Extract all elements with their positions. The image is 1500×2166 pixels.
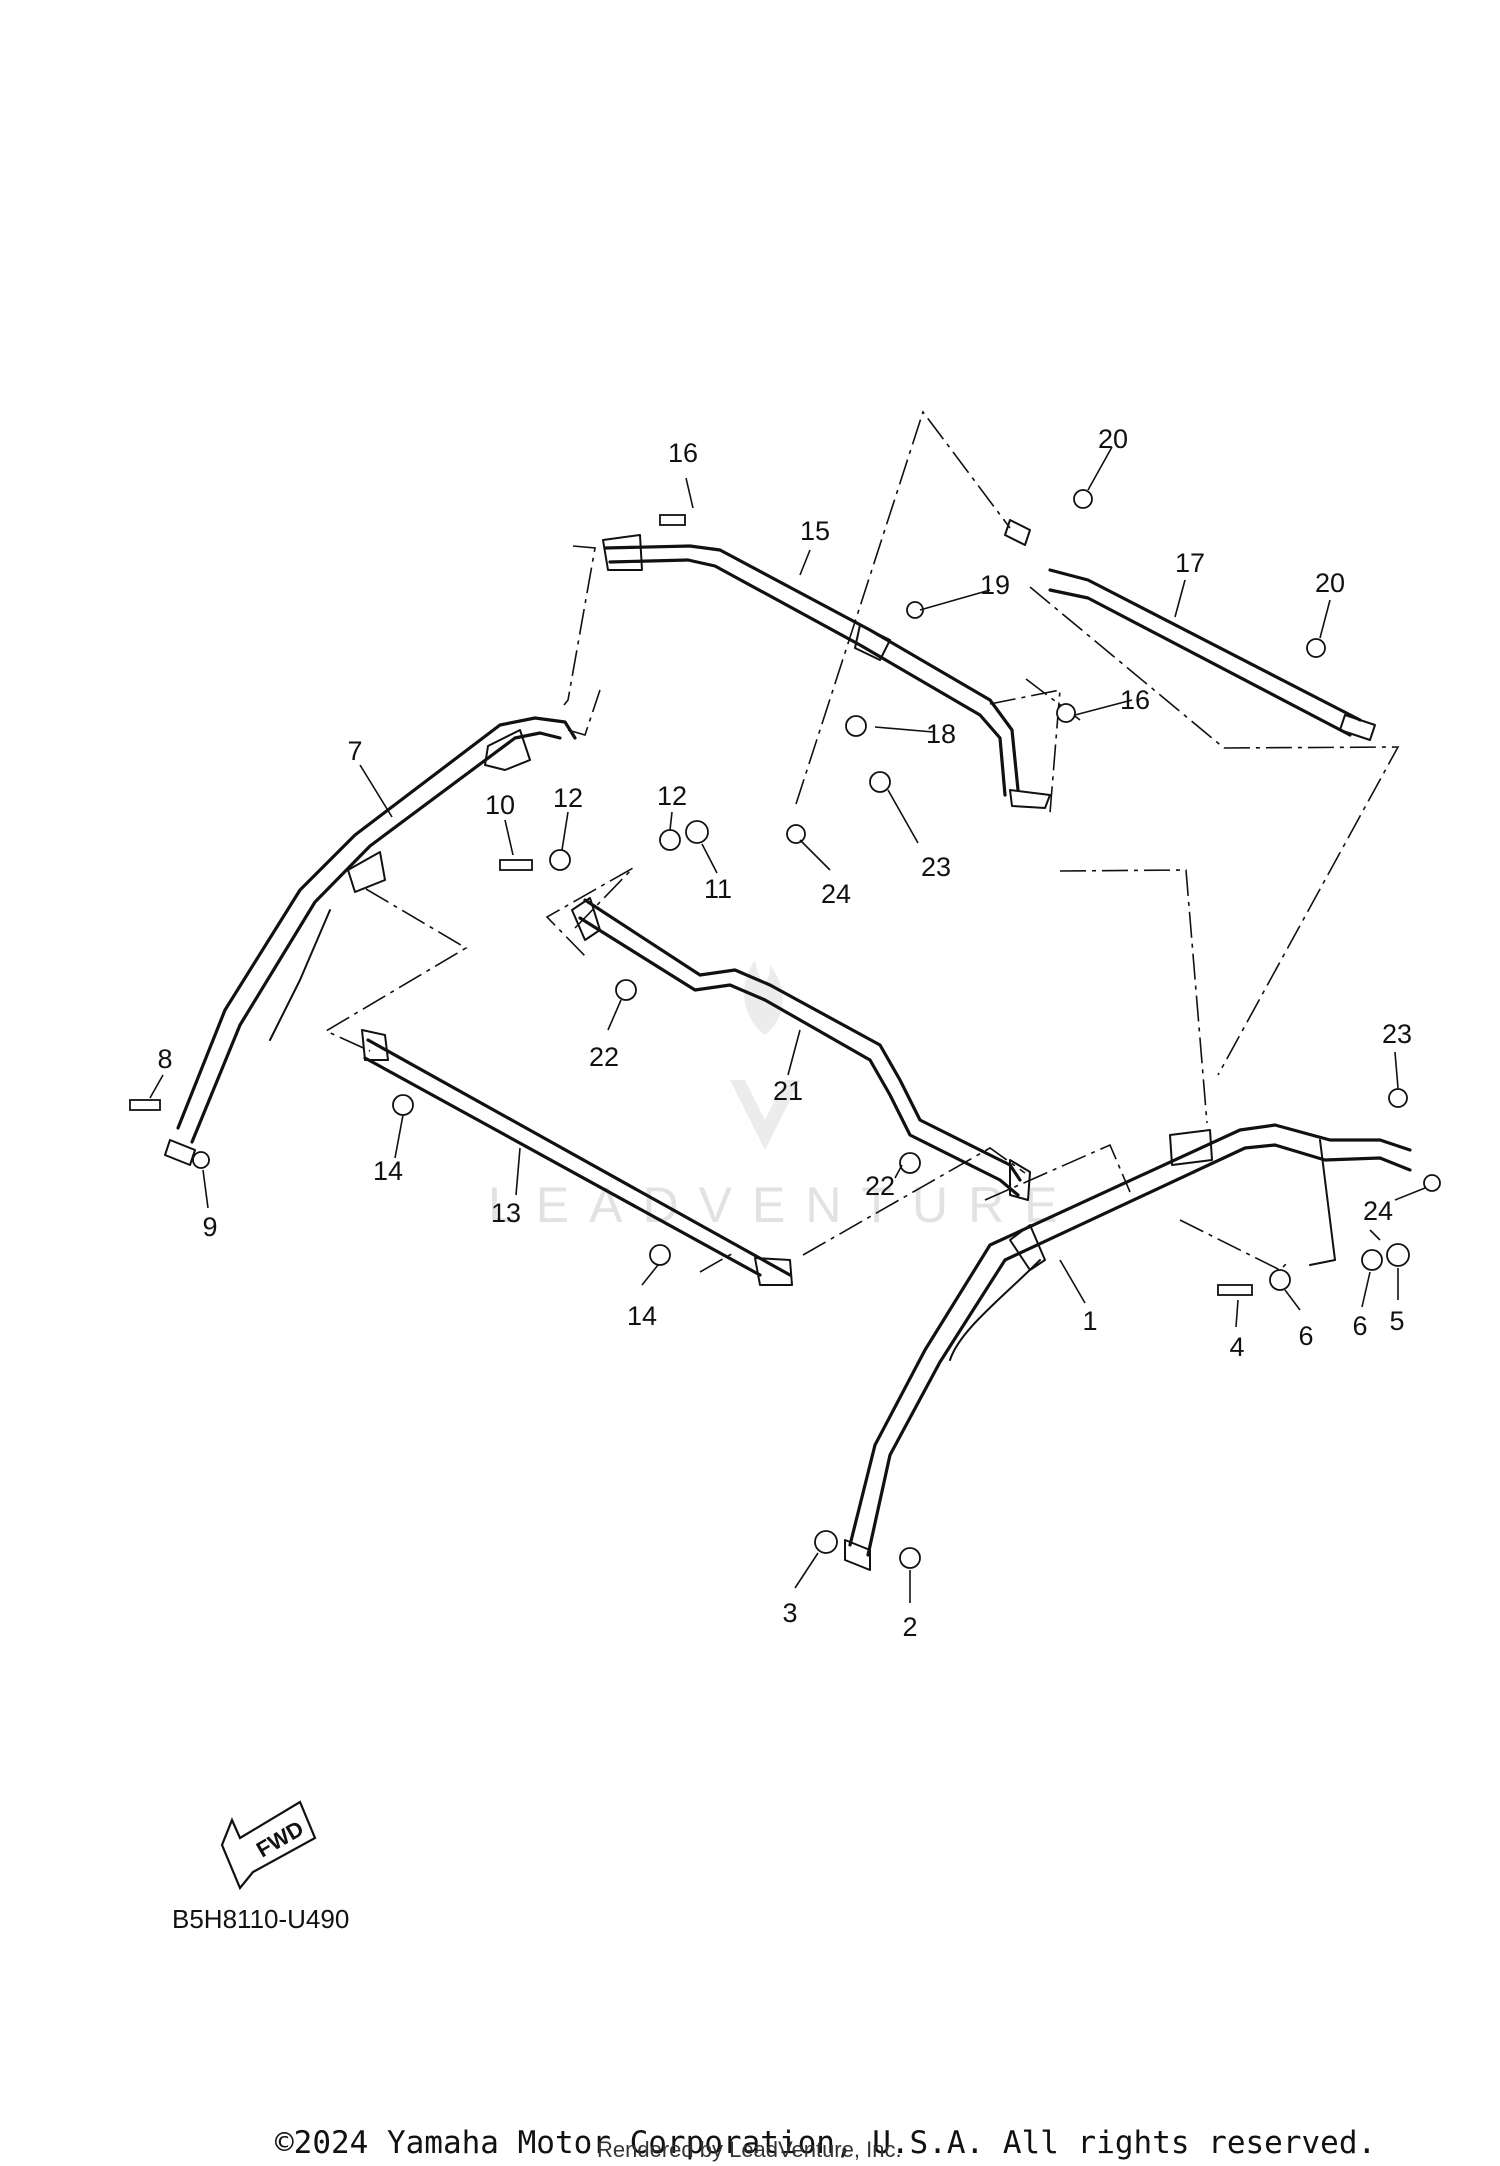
nut-19 <box>906 601 924 619</box>
bolt-20b <box>1306 638 1326 658</box>
washer-3 <box>814 1530 838 1554</box>
callout-12-left[interactable]: 12 <box>553 783 583 813</box>
callout-16-right[interactable]: 16 <box>1120 685 1150 715</box>
callout-19[interactable]: 19 <box>980 570 1010 600</box>
bolt-8 <box>129 1099 161 1111</box>
callout-6-left[interactable]: 6 <box>1298 1321 1313 1351</box>
bolt-14a <box>392 1094 414 1116</box>
callout-14-left[interactable]: 14 <box>373 1156 403 1186</box>
rendered-by: Rendered by LeadVenture, Inc. <box>597 2137 902 2162</box>
nut-24a <box>786 824 806 844</box>
bolt-22a <box>615 979 637 1001</box>
callout-12-right[interactable]: 12 <box>657 781 687 811</box>
washer-12a <box>549 849 571 871</box>
diagram-code: B5H8110-U490 <box>172 1904 349 1934</box>
bolt-4 <box>1217 1284 1253 1296</box>
bolt-10 <box>499 859 533 871</box>
callout-21[interactable]: 21 <box>773 1076 803 1106</box>
callout-2[interactable]: 2 <box>902 1612 917 1642</box>
callout-7[interactable]: 7 <box>347 736 362 766</box>
fasteners <box>129 489 1441 1569</box>
callout-13[interactable]: 13 <box>491 1198 521 1228</box>
callout-8[interactable]: 8 <box>157 1044 172 1074</box>
callout-14-right[interactable]: 14 <box>627 1301 657 1331</box>
part-17-tube <box>1004 519 1376 741</box>
bolt-2 <box>899 1547 921 1569</box>
part-13-tube <box>361 1029 793 1286</box>
callout-16-top[interactable]: 16 <box>668 438 698 468</box>
part-1-tube <box>844 1123 1412 1571</box>
fwd-arrow: FWD <box>220 1800 317 1891</box>
callout-17[interactable]: 17 <box>1175 548 1205 578</box>
leader-lines <box>149 446 1426 1603</box>
watermark-text: LEADVENTURE <box>488 1177 1078 1233</box>
callout-22-left[interactable]: 22 <box>589 1042 619 1072</box>
callout-5[interactable]: 5 <box>1389 1306 1404 1336</box>
callout-10[interactable]: 10 <box>485 790 515 820</box>
leadventure-watermark: LEADVENTURE <box>488 960 1078 1233</box>
callout-24-top[interactable]: 24 <box>821 879 851 909</box>
nut-24b <box>1423 1174 1441 1192</box>
callout-15[interactable]: 15 <box>800 516 830 546</box>
callout-23-right[interactable]: 23 <box>1382 1019 1412 1049</box>
callout-4[interactable]: 4 <box>1229 1332 1244 1362</box>
callout-24-right[interactable]: 24 <box>1363 1196 1393 1226</box>
bolt-23a <box>869 771 891 793</box>
callout-20-right[interactable]: 20 <box>1315 568 1345 598</box>
callout-3[interactable]: 3 <box>782 1598 797 1628</box>
part-15-tube <box>602 534 1051 809</box>
bolt-16a <box>659 514 686 526</box>
callout-23-top[interactable]: 23 <box>921 852 951 882</box>
bolt-14b <box>649 1244 671 1266</box>
bolt-22b <box>899 1152 921 1174</box>
bolt-16b <box>1056 703 1076 723</box>
washer-6b <box>1361 1249 1383 1271</box>
callout-9[interactable]: 9 <box>202 1212 217 1242</box>
bolt-23b <box>1388 1088 1408 1108</box>
callout-11[interactable]: 11 <box>704 874 732 904</box>
bolt-18 <box>845 715 867 737</box>
callout-1[interactable]: 1 <box>1082 1306 1097 1336</box>
callout-22-right[interactable]: 22 <box>865 1171 895 1201</box>
connection-lines <box>324 410 1400 1273</box>
part-21-tube <box>571 897 1031 1201</box>
callout-6-right[interactable]: 6 <box>1352 1311 1367 1341</box>
washer-5 <box>1386 1243 1410 1267</box>
washer-11 <box>685 820 709 844</box>
washer-6a <box>1269 1269 1291 1291</box>
callout-20-top[interactable]: 20 <box>1098 424 1128 454</box>
copyright-notice: ©2024 Yamaha Motor Corporation, U.S.A. A… <box>275 2125 1376 2161</box>
callouts: 1 2 3 4 5 6 6 7 8 9 10 11 12 12 13 14 14… <box>157 424 1412 1642</box>
part-7-tube <box>164 716 577 1166</box>
bolt-20a <box>1073 489 1093 509</box>
nut-9 <box>192 1151 210 1169</box>
washer-12b <box>659 829 681 851</box>
callout-18[interactable]: 18 <box>926 719 956 749</box>
